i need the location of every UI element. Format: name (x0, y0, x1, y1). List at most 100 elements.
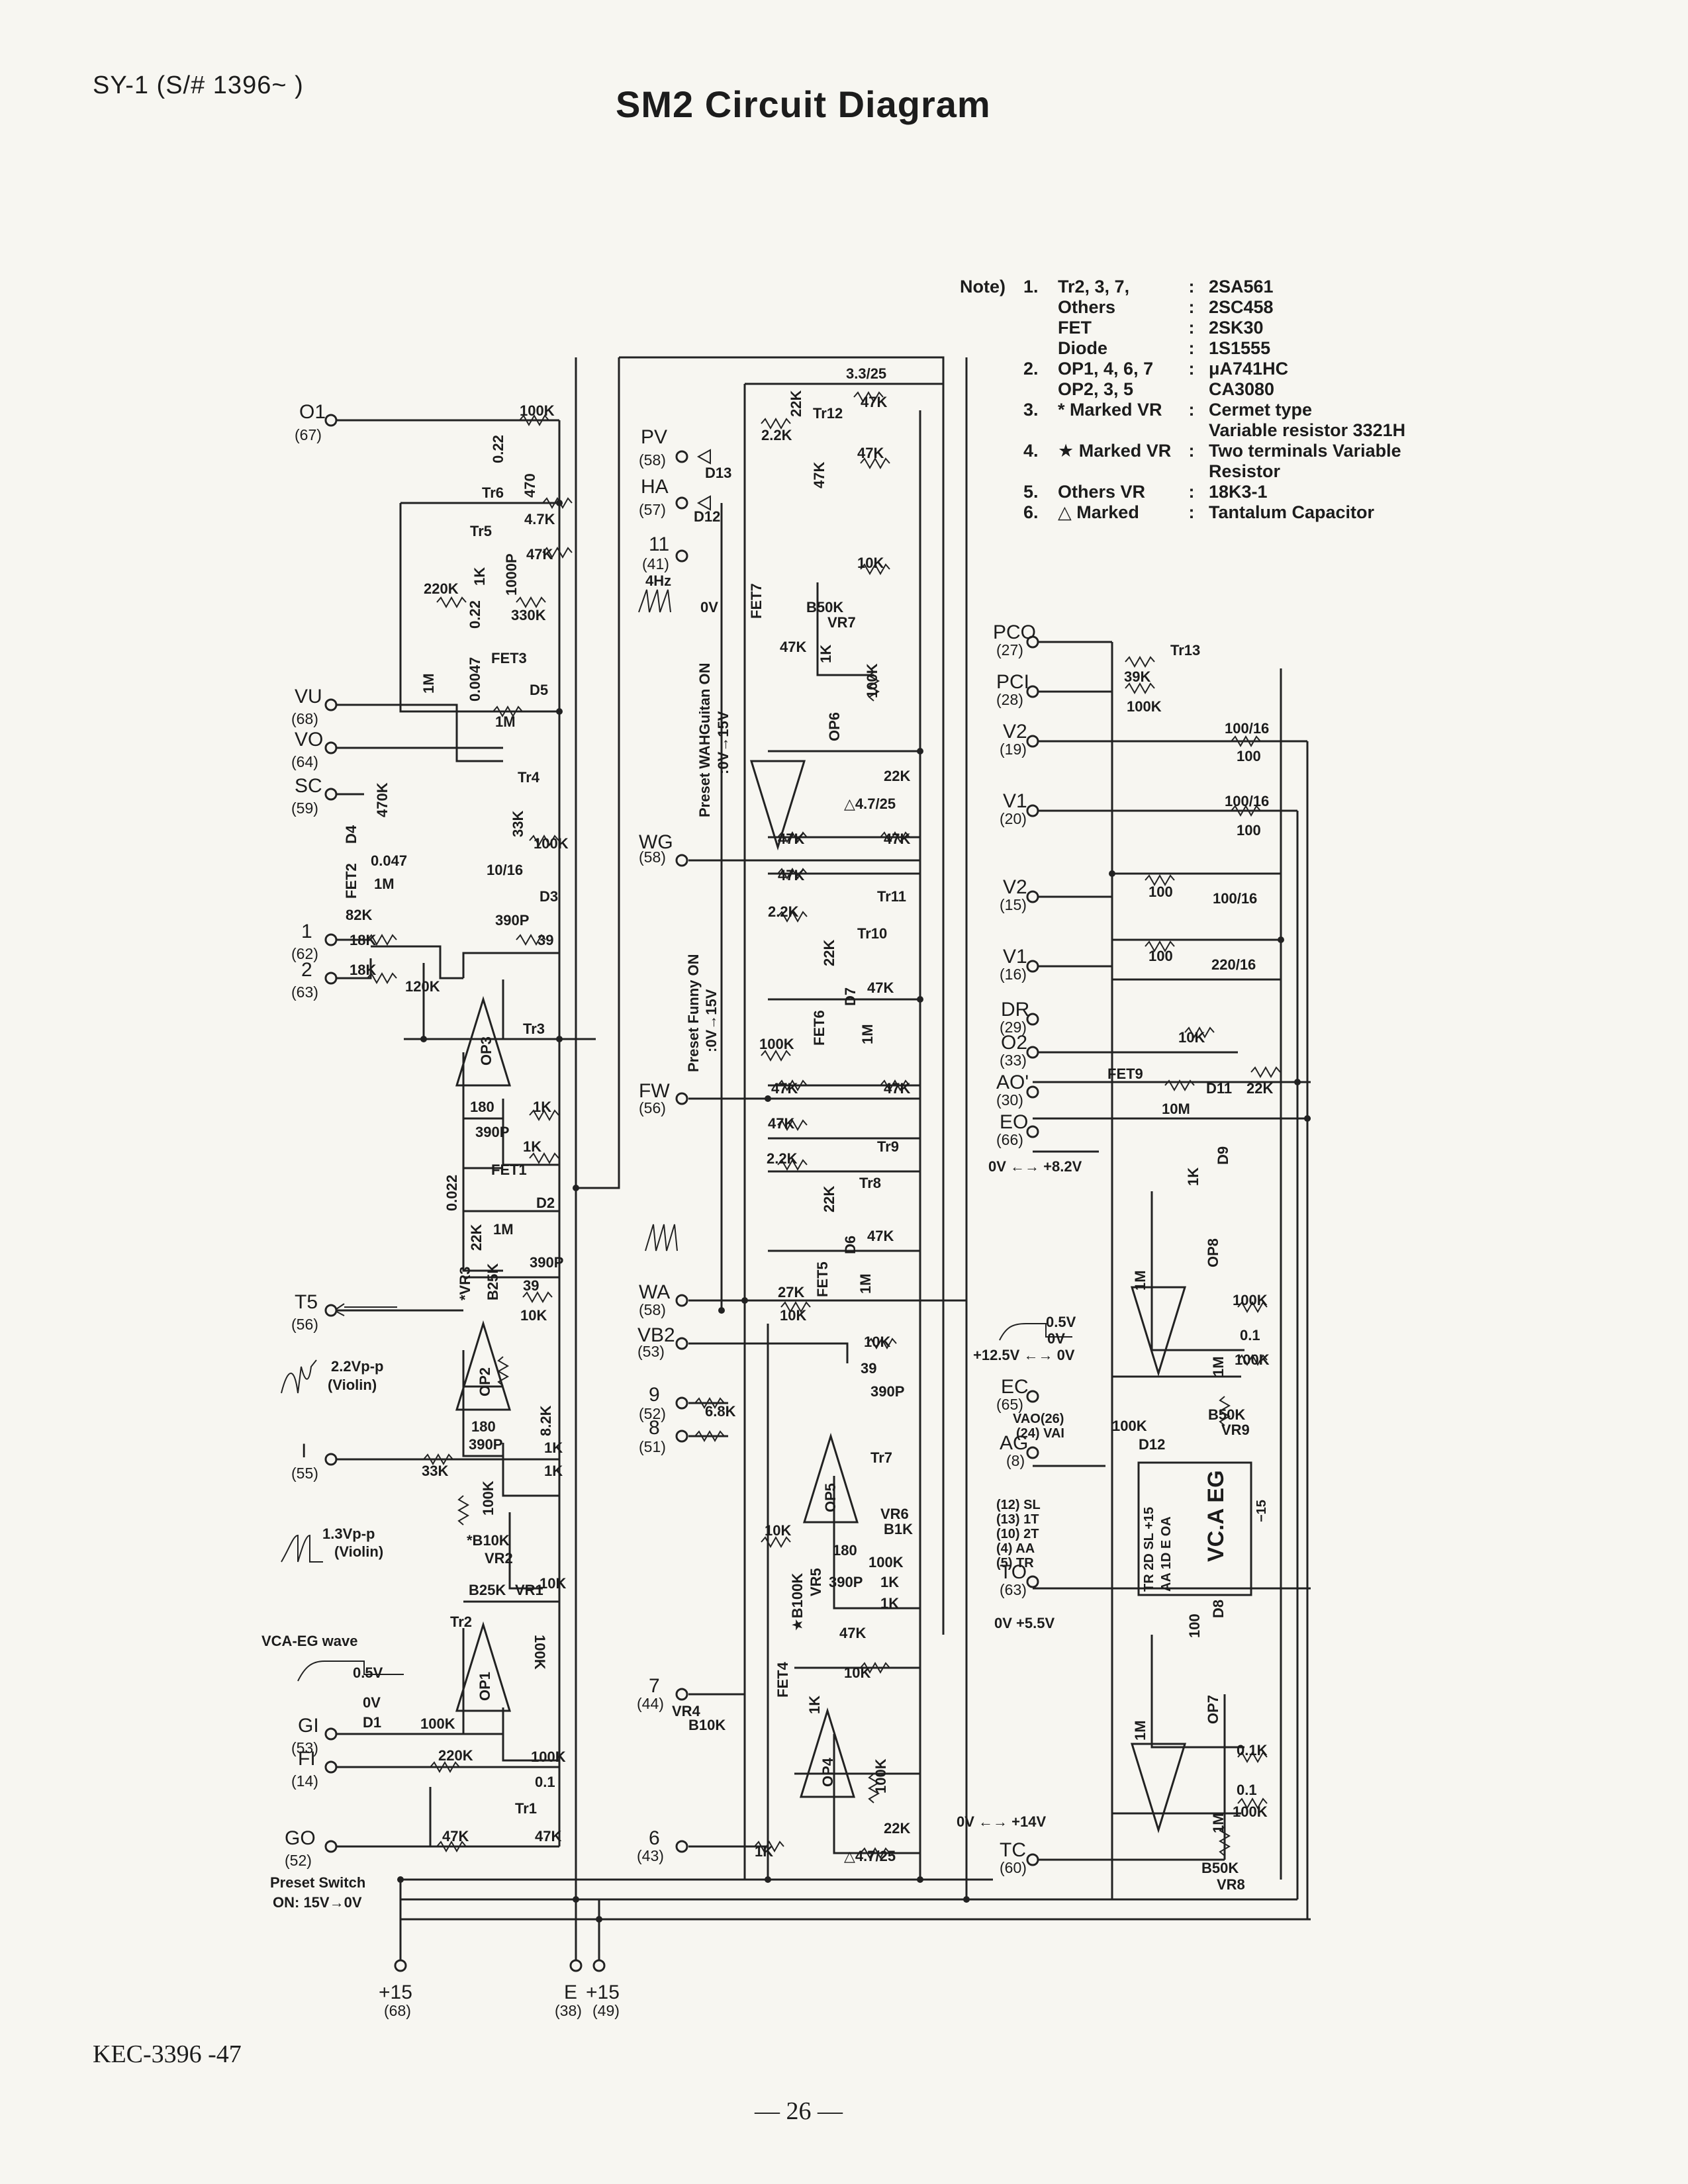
svg-text:9: 9 (649, 1384, 660, 1406)
component-label: VR4 (672, 1703, 701, 1719)
component-label: 1M (1210, 1813, 1227, 1833)
svg-text:(38): (38) (555, 2002, 582, 2019)
component-label: 4.7K (524, 511, 555, 527)
component-label: 100K (531, 1749, 566, 1765)
annotation-text: (5) TR (996, 1556, 1034, 1570)
component-label: 100K (1127, 698, 1162, 715)
component-label: 10K (844, 1664, 870, 1681)
component-label: 390P (469, 1436, 502, 1453)
svg-text:PCO: PCO (993, 621, 1036, 643)
component-label: 100K (480, 1480, 496, 1516)
svg-text:FW: FW (639, 1080, 670, 1102)
component-label: 100K (532, 1635, 548, 1670)
svg-text:TC: TC (1000, 1839, 1026, 1861)
svg-text:(29): (29) (1000, 1019, 1027, 1036)
component-label: D8 (1210, 1600, 1227, 1618)
svg-text:(56): (56) (291, 1316, 318, 1333)
svg-text:7: 7 (649, 1675, 660, 1697)
component-label: 100 (1186, 1614, 1203, 1638)
svg-text:(68): (68) (384, 2002, 411, 2019)
component-label: 1K (755, 1843, 773, 1860)
terminal-6: 6(43) (637, 1827, 688, 1864)
component-label: 100K (1233, 1292, 1268, 1308)
component-label: OP6 (826, 712, 843, 741)
note-row: Others:2SC458 (1058, 297, 1274, 317)
component-label: 1M (859, 1024, 876, 1044)
component-label: 1M (1132, 1270, 1149, 1291)
component-label: VR7 (827, 614, 856, 631)
terminal-7: 7(44) (637, 1675, 688, 1712)
component-label: FET2 (343, 863, 359, 899)
component-label: △4.7/25 (844, 796, 896, 812)
svg-text:(27): (27) (996, 641, 1023, 659)
svg-text:V1: V1 (1003, 946, 1027, 968)
svg-text:HA: HA (641, 476, 669, 498)
vca-eg-wave-icon (297, 1661, 404, 1682)
svg-text:(55): (55) (291, 1465, 318, 1482)
component-label: 100 (1149, 948, 1173, 964)
component-label: 0.1K (1237, 1742, 1268, 1758)
svg-text:AG: AG (1000, 1432, 1028, 1454)
note-row: Note)1.Tr2, 3, 7,:2SA561 (960, 277, 1274, 296)
svg-text:(51): (51) (639, 1438, 666, 1455)
component-label: 0.022 (444, 1175, 460, 1211)
svg-text:+15: +15 (586, 1981, 620, 2003)
component-label: FET1 (491, 1161, 527, 1178)
component-label: 47K (778, 867, 804, 884)
component-label: 2.2K (761, 427, 792, 443)
component-label: 100K (420, 1715, 455, 1732)
annotations: 2.2Vp-p (Violin) 1.3Vp-p (Violin) VCA-EG… (261, 572, 1269, 1911)
component-label: 390P (530, 1254, 563, 1271)
terminal-eo: EO(66) (996, 1111, 1039, 1148)
terminal-pci: PCI(28) (996, 671, 1039, 708)
svg-text:O2: O2 (1001, 1032, 1027, 1054)
annotation-text: 2.2Vp-p (331, 1358, 383, 1375)
terminal-plus15-49: +15(49) (586, 1959, 620, 2019)
svg-text:(63): (63) (291, 983, 318, 1001)
svg-text:(52): (52) (639, 1405, 666, 1422)
svg-text:(58): (58) (639, 451, 666, 469)
annotation-text: AA 1D E OA (1159, 1516, 1174, 1592)
component-label: B10K (688, 1717, 726, 1733)
terminal-fw: FW(56) (639, 1080, 688, 1116)
component-label: 47K (526, 546, 553, 563)
page-number: — 26 — (755, 2097, 843, 2125)
component-label: 1000P (503, 553, 520, 596)
annotation-text: Preset Switch (270, 1874, 365, 1891)
terminal-v2-19: V2(19) (1000, 721, 1039, 758)
annotation-text: 0V ←→ +14V (957, 1813, 1046, 1830)
svg-text:(56): (56) (639, 1099, 666, 1116)
component-label: Tr12 (813, 405, 843, 422)
component-label: 10K (864, 1334, 890, 1350)
component-label: 470K (374, 782, 391, 817)
component-label: 47K (867, 979, 894, 996)
note-row: 6.△ Marked:Tantalum Capacitor (1023, 502, 1375, 522)
svg-text:VU: VU (295, 686, 322, 707)
terminal-vo: VO(64) (291, 729, 338, 770)
svg-text:(59): (59) (291, 799, 318, 817)
component-label: 100K (864, 663, 880, 698)
terminal-wg: WG(58) (639, 831, 688, 867)
component-label: 47K (861, 394, 887, 410)
component-label: Tr7 (870, 1449, 892, 1466)
svg-text:(44): (44) (637, 1695, 664, 1712)
component-label: 1K (471, 567, 488, 586)
component-label: Tr5 (470, 523, 492, 539)
terminal-sc: SC (59) (291, 775, 338, 817)
component-label: D3 (539, 888, 558, 905)
svg-text:8: 8 (649, 1417, 660, 1439)
component-label: 1K (544, 1463, 563, 1479)
svg-text:(53): (53) (637, 1343, 665, 1360)
svg-text:SC: SC (295, 775, 322, 797)
component-label: OP5 (822, 1483, 839, 1512)
svg-text:EC: EC (1001, 1376, 1029, 1398)
doc-code: KEC-3396 -47 (93, 2040, 242, 2068)
svg-text:(58): (58) (639, 848, 666, 866)
waveform-glyphs (281, 449, 1072, 1682)
component-label: ★B100K (789, 1573, 806, 1631)
component-label: 1K (806, 1696, 823, 1714)
component-label: 0.1 (1237, 1782, 1257, 1798)
terminal-o1: O1(67) (295, 401, 338, 443)
component-label: D9 (1215, 1146, 1231, 1165)
component-label: 8.2K (538, 1405, 554, 1436)
